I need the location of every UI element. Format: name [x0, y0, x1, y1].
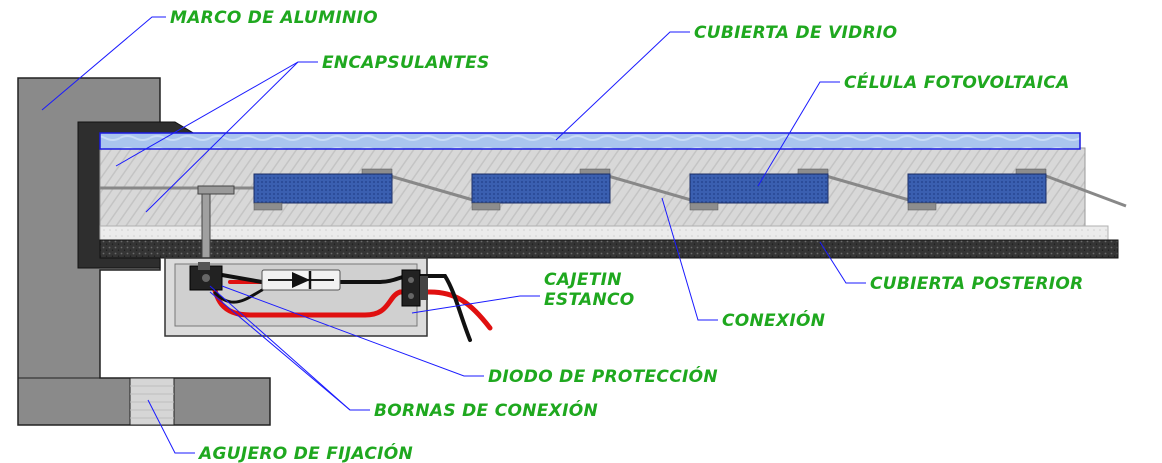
back-sheet	[99, 239, 1119, 259]
label-marco-aluminio: MARCO DE ALUMINIO	[170, 8, 378, 28]
photovoltaic-cells	[253, 168, 1047, 211]
fixing-hole-texture	[130, 385, 174, 419]
pv-cell	[471, 173, 611, 204]
pv-cell	[471, 202, 501, 211]
pv-cell	[253, 173, 393, 204]
label-cubierta-posterior: CUBIERTA POSTERIOR	[870, 274, 1084, 294]
label-cajetin: CAJETIN	[544, 270, 622, 290]
cell-interconnection	[100, 174, 1127, 208]
label-cubierta-vidrio: CUBIERTA DE VIDRIO	[694, 23, 897, 43]
back-sheet-white	[99, 225, 1109, 241]
label-diodo-proteccion: DIODO DE PROTECCIÓN	[488, 365, 718, 387]
label-conexion: CONEXIÓN	[722, 309, 825, 331]
pv-cell	[907, 173, 1047, 204]
pv-cell	[253, 202, 283, 211]
protection-diode	[261, 269, 341, 291]
label-agujero-fijacion: AGUJERO DE FIJACIÓN	[197, 442, 413, 463]
label-estanco: ESTANCO	[544, 290, 635, 310]
pv-cell	[689, 202, 719, 211]
pv-cell	[907, 202, 937, 211]
labels: MARCO DE ALUMINIO ENCAPSULANTES CUBIERTA…	[170, 8, 1084, 463]
leader-lines	[41, 16, 866, 454]
label-encapsulantes: ENCAPSULANTES	[322, 53, 490, 73]
pv-cell	[689, 173, 829, 204]
glass-cover	[99, 132, 1081, 150]
label-celula-fotovoltaica: CÉLULA FOTOVOLTAICA	[844, 71, 1070, 93]
connection-terminal-right	[401, 269, 428, 307]
label-bornas-conexion: BORNAS DE CONEXIÓN	[374, 399, 598, 421]
connection-terminal-left	[189, 262, 223, 291]
